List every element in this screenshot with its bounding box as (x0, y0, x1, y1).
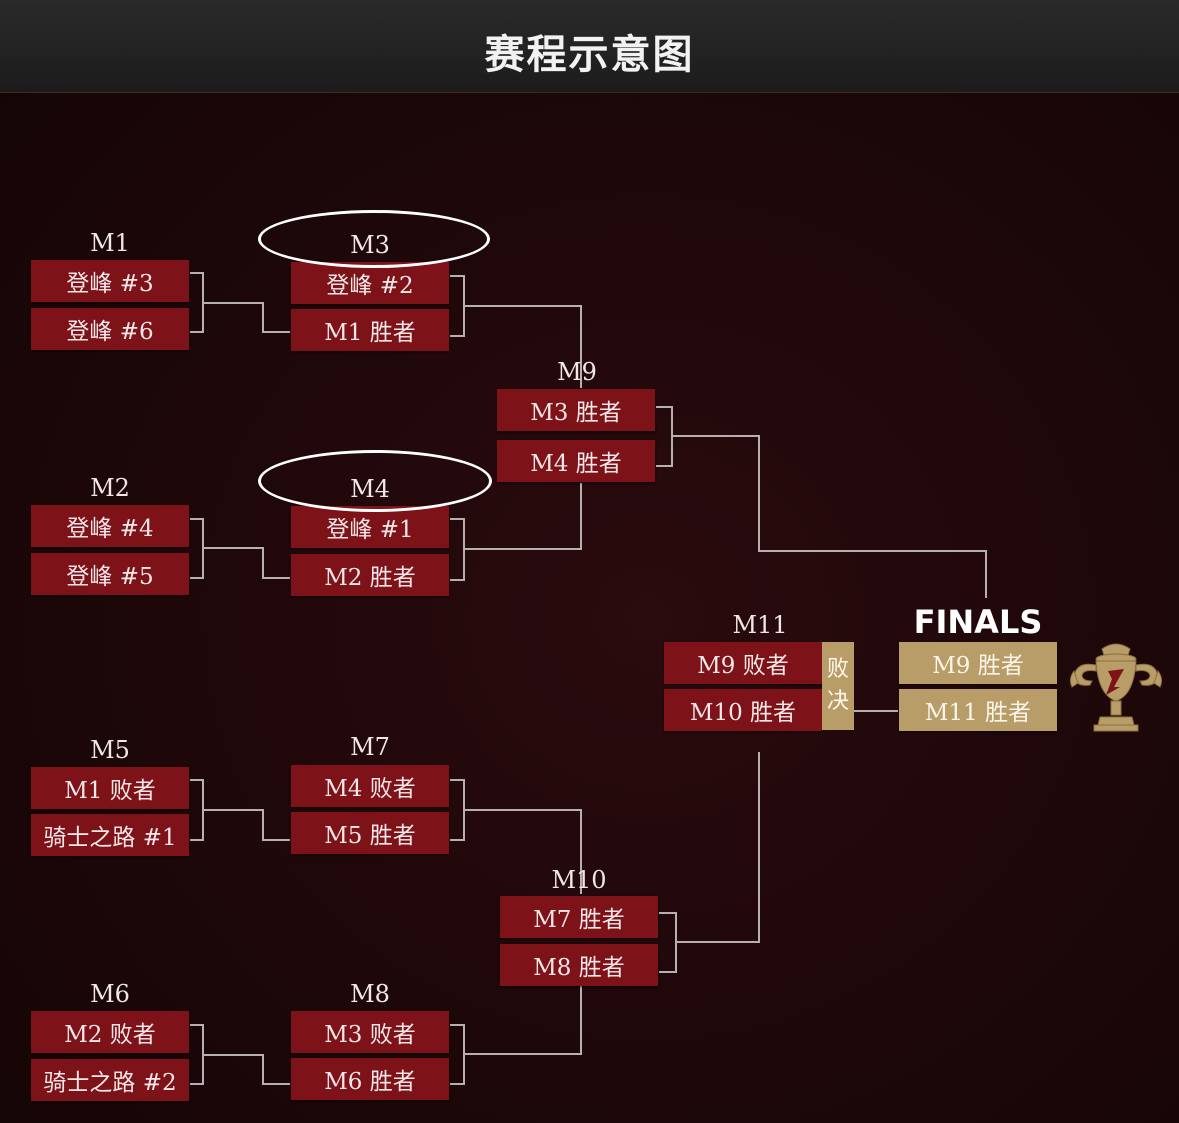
highlight-ellipse-m4 (258, 450, 492, 512)
finals-slot-1: M9 胜者 (899, 642, 1057, 684)
match-slot-m7-1: M4 败者 (291, 765, 449, 807)
match-slot-m10-2: M8 胜者 (500, 944, 658, 986)
finals-slot-2: M11 胜者 (899, 689, 1057, 731)
match-label-m6: M6 (90, 980, 130, 1008)
decider-tag: 败 决 (822, 642, 854, 730)
decider-tag-char-1: 败 (826, 657, 849, 682)
match-slot-m4-1: 登峰 #1 (291, 506, 449, 548)
match-slot-m7-2: M5 胜者 (291, 812, 449, 854)
match-slot-m8-1: M3 败者 (291, 1011, 449, 1053)
match-label-m1: M1 (90, 229, 130, 257)
match-slot-m1-2: 登峰 #6 (31, 308, 189, 350)
match-slot-m1-1: 登峰 #3 (31, 260, 189, 302)
match-slot-m2-2: 登峰 #5 (31, 553, 189, 595)
match-slot-m6-2: 骑士之路 #2 (31, 1059, 189, 1101)
trophy-icon (1069, 643, 1163, 732)
match-slot-m2-1: 登峰 #4 (31, 505, 189, 547)
match-slot-m3-1: 登峰 #2 (291, 262, 449, 304)
page-title: 赛程示意图 (484, 32, 695, 78)
decider-tag-char-2: 决 (826, 689, 849, 714)
match-slot-m10-1: M7 胜者 (500, 896, 658, 938)
match-label-m11: M11 (732, 611, 788, 639)
finals-label: FINALS (913, 603, 1043, 641)
match-slot-m9-2: M4 胜者 (497, 440, 655, 482)
match-label-m10: M10 (551, 866, 607, 894)
match-label-m2: M2 (90, 474, 130, 502)
match-slot-m5-2: 骑士之路 #1 (31, 814, 189, 856)
match-slot-m6-1: M2 败者 (31, 1011, 189, 1053)
match-slot-m4-2: M2 胜者 (291, 554, 449, 596)
match-label-m8: M8 (350, 980, 390, 1008)
match-slot-m11-1: M9 败者 (664, 642, 822, 684)
match-label-m5: M5 (90, 736, 130, 764)
match-slot-m3-2: M1 胜者 (291, 309, 449, 351)
match-slot-m8-2: M6 胜者 (291, 1058, 449, 1100)
match-slot-m5-1: M1 败者 (31, 767, 189, 809)
match-slot-m9-1: M3 胜者 (497, 389, 655, 431)
header-bar: 赛程示意图 (0, 0, 1179, 93)
highlight-ellipse-m3 (258, 210, 490, 268)
match-label-m9: M9 (557, 358, 597, 386)
match-label-m7: M7 (350, 733, 390, 761)
match-slot-m11-2: M10 胜者 (664, 689, 822, 731)
